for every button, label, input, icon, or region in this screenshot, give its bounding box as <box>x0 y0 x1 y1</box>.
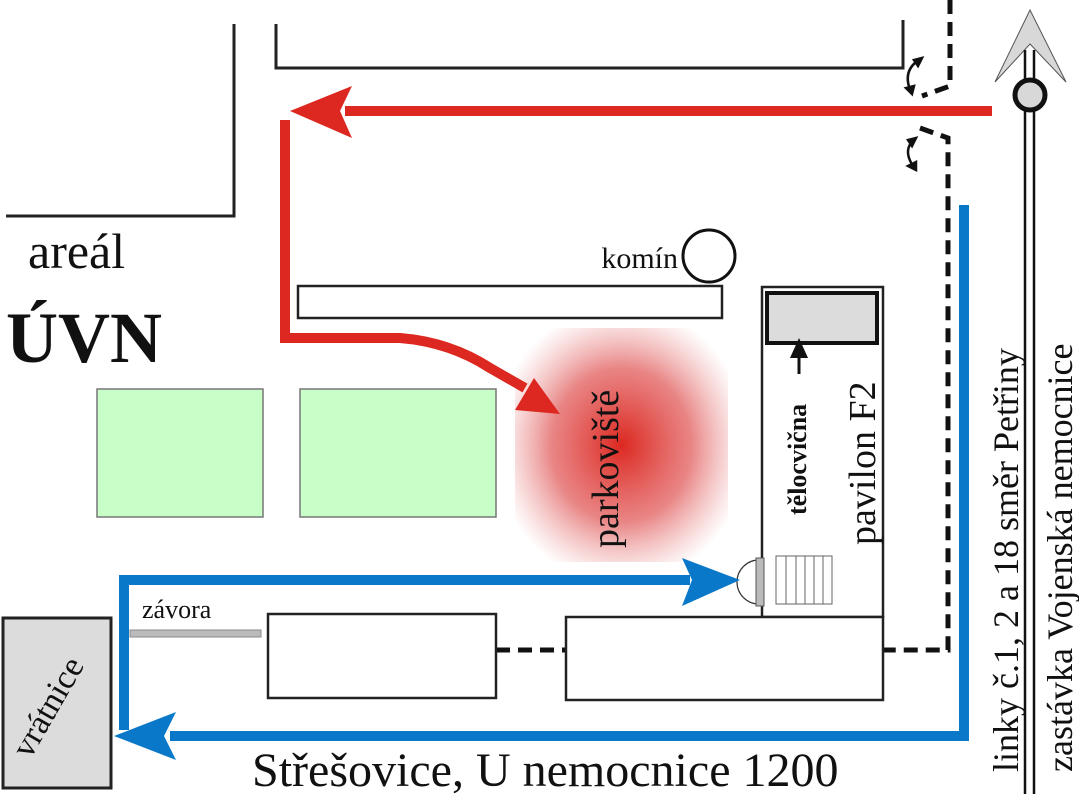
area-boundary-top <box>274 20 905 70</box>
car-route <box>280 86 992 414</box>
fence-dashed-right <box>884 125 951 653</box>
gym-room <box>765 291 879 345</box>
pavilion-label: pavilon F2 <box>842 381 884 545</box>
building-bottom-left <box>266 612 498 700</box>
area-label-line1: areál <box>28 223 125 279</box>
building-long <box>296 284 724 320</box>
gatehouse <box>1 616 113 790</box>
stairs-icon <box>775 555 833 605</box>
gate-swing-icon <box>903 56 925 173</box>
green-area-1 <box>96 388 264 518</box>
parking-area <box>515 328 728 562</box>
tram-stop-label: zastávka Vojenská nemocnice <box>1040 343 1079 772</box>
area-boundary-left <box>6 24 236 218</box>
parking-label: parkoviště <box>585 390 627 548</box>
building-bottom-right <box>564 615 885 702</box>
pedestrian-route <box>114 205 969 760</box>
barrier <box>129 629 262 638</box>
fence-dashed-top <box>921 0 953 99</box>
chimney-label: komín <box>601 242 678 275</box>
gym-arrow-icon <box>790 338 808 374</box>
address-label: Střešovice, U nemocnice 1200 <box>252 744 839 794</box>
area-label-line2: ÚVN <box>6 298 162 378</box>
entrance-door-icon <box>736 557 765 607</box>
barrier-label: závora <box>142 595 212 624</box>
north-arrow-icon <box>994 8 1067 83</box>
green-area-2 <box>299 388 497 518</box>
chimney-icon <box>681 228 737 284</box>
tram-lines-label: linky č.1, 2 a 18 směr Petřiny <box>986 348 1026 772</box>
gym-label: tělocvična <box>783 404 812 515</box>
tram-stop-icon <box>1012 77 1048 113</box>
